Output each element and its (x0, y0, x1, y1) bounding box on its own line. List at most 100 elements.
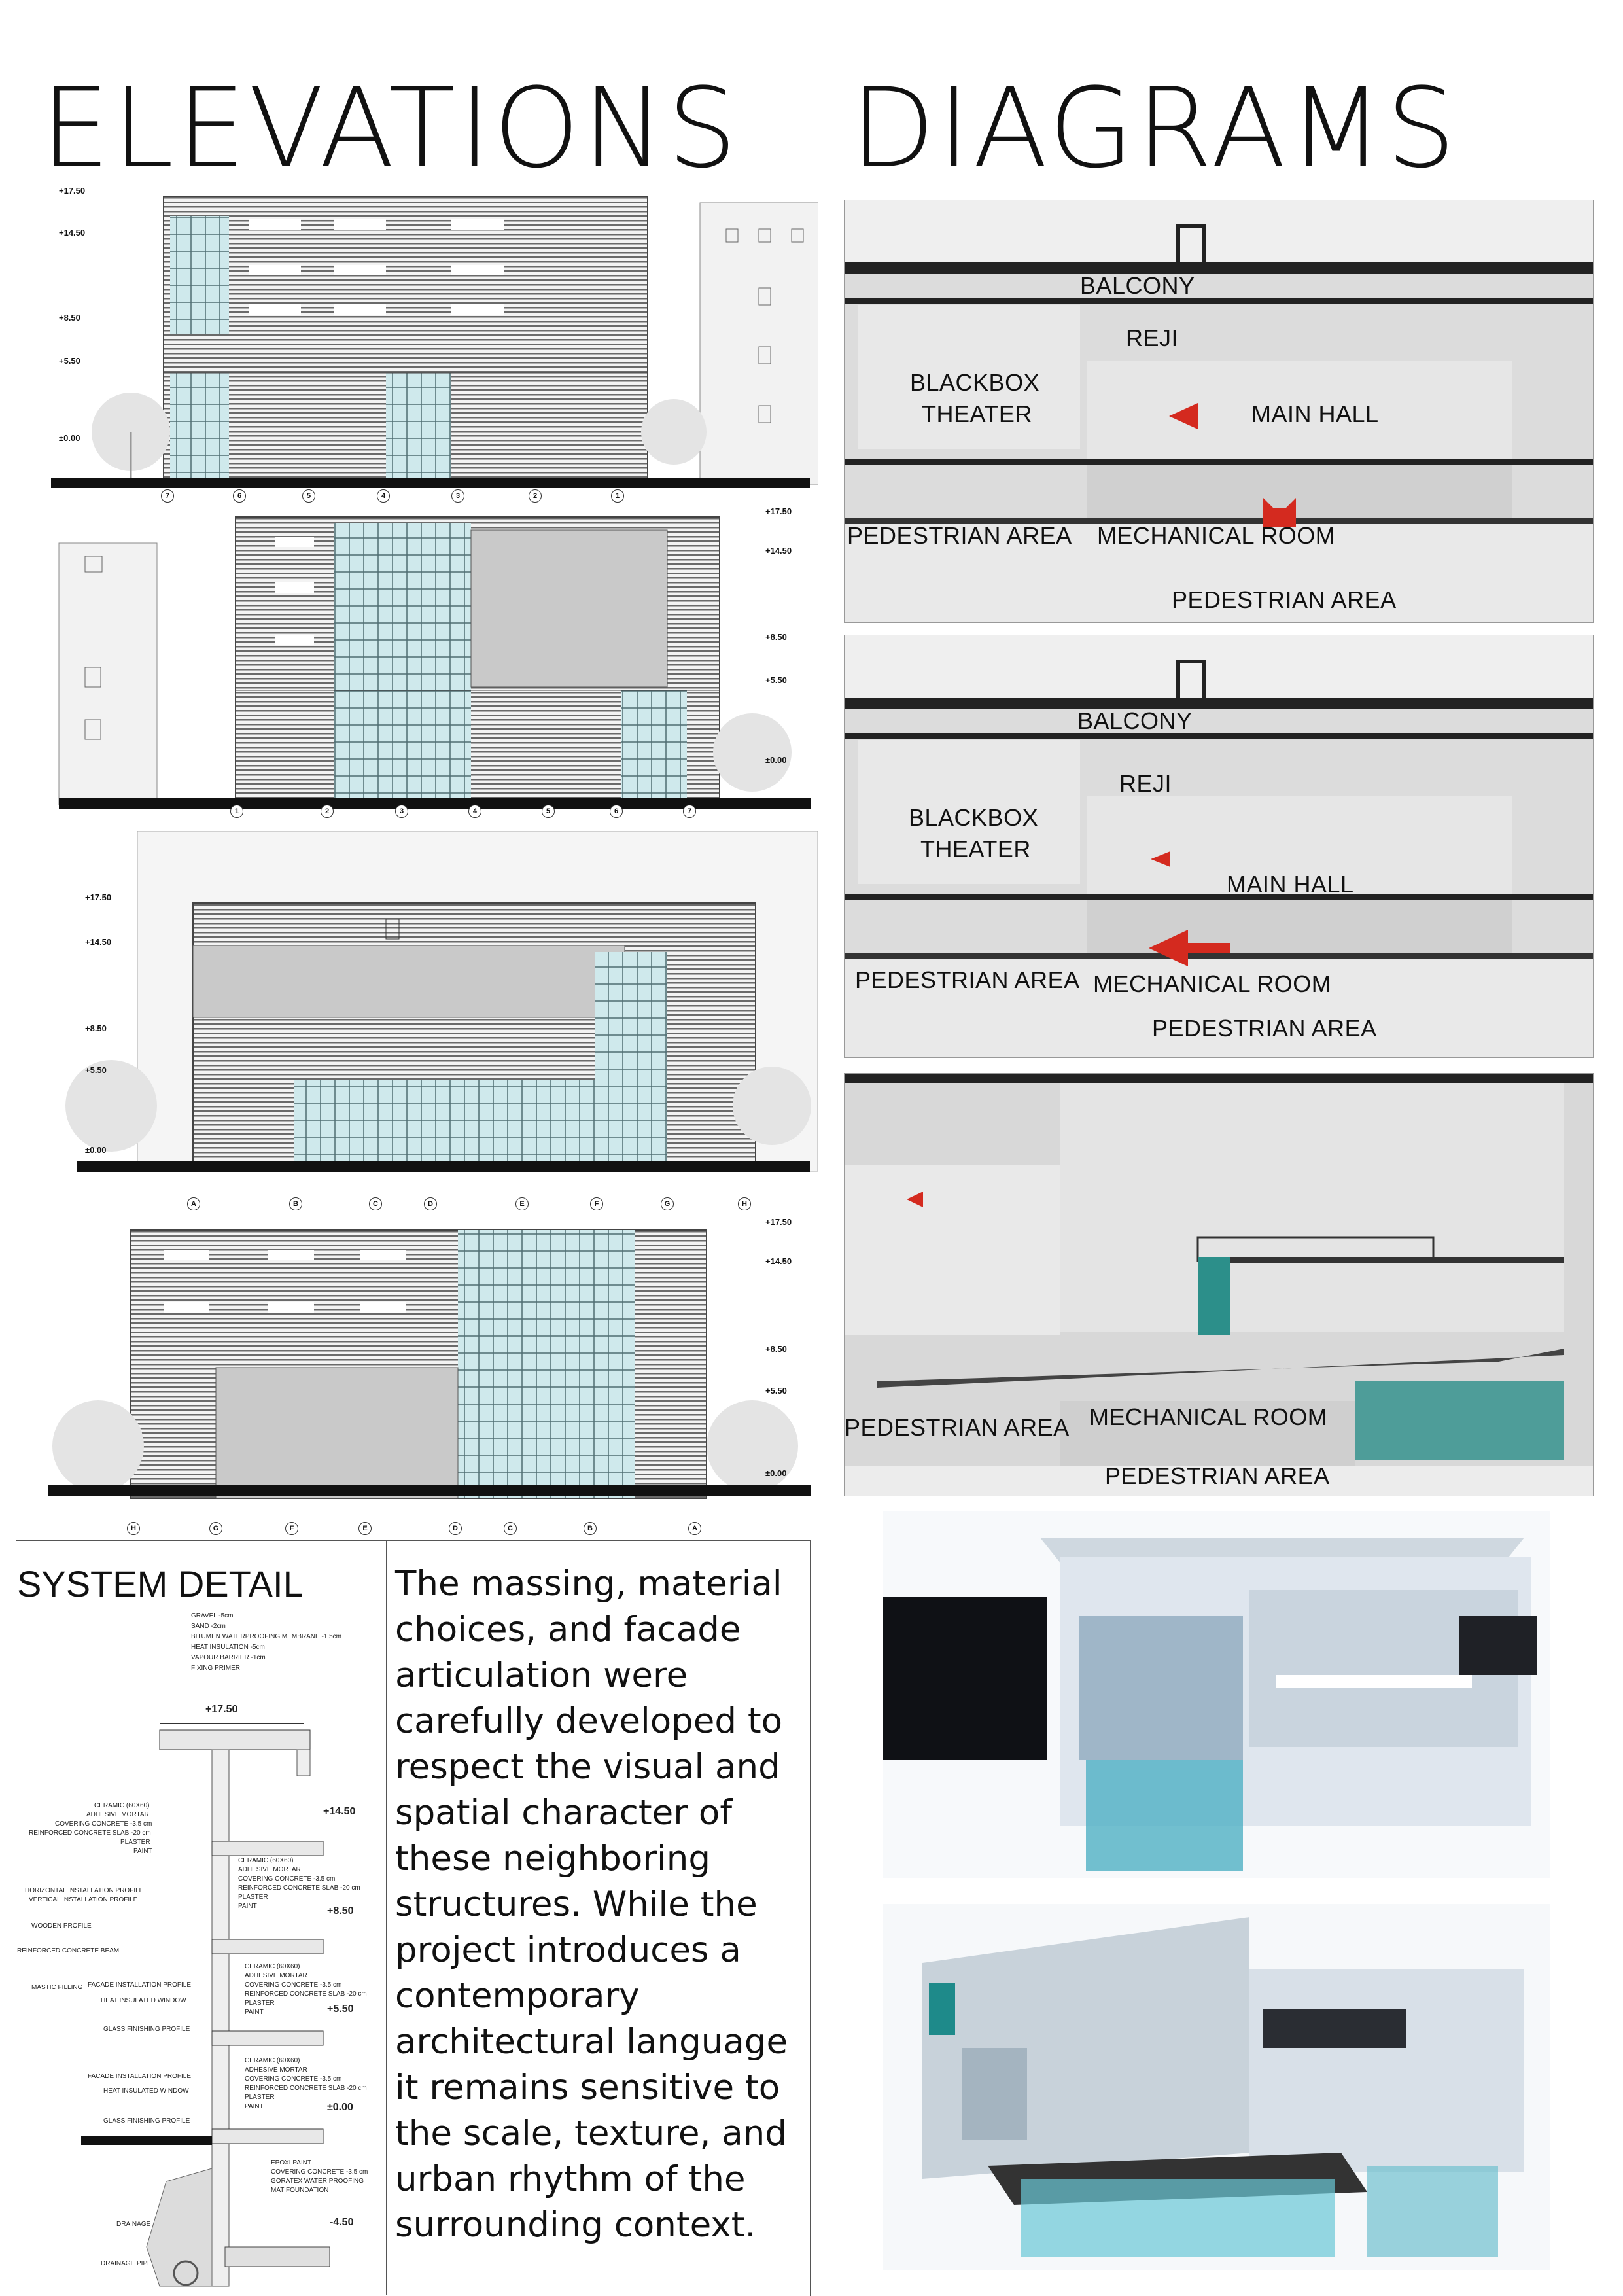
elevations-title: ELEVATIONS (41, 64, 740, 192)
elev2-level-3: +8.50 (765, 632, 787, 642)
floor-d-5: PLASTER (245, 2094, 275, 2101)
paragraph-line-13: the scale, texture, and (395, 2113, 787, 2153)
elev1-grid-2: 6 (233, 489, 246, 503)
d2-reji: REJI (1119, 770, 1172, 797)
section-diagram-2: BALCONY REJI BLACKBOX THEATER MAIN HALL … (844, 635, 1594, 1058)
paragraph-line-9: project introduces a (395, 1930, 741, 1970)
paragraph-line-3: articulation were (395, 1655, 688, 1695)
floor-b-2: ADHESIVE MORTAR (238, 1866, 301, 1873)
elev4-level-3: +8.50 (765, 1344, 787, 1354)
floor-c-6: PAINT (245, 2009, 264, 2016)
elev4-grid-4: E (358, 1522, 372, 1535)
elev3-grid-6: F (590, 1197, 603, 1210)
elev4-grid-5: D (449, 1522, 462, 1535)
floor-b-4: REINFORCED CONCRETE SLAB -20 cm (238, 1884, 360, 1892)
panel-divider (386, 1540, 387, 2295)
elev3-grid-5: E (515, 1197, 529, 1210)
elevation-drawing-4: +17.50 +14.50 +8.50 +5.50 ±0.00 H G F E … (33, 1217, 818, 1544)
floor-a-1: CERAMIC (60X60) (94, 1802, 150, 1809)
d2-pedestrian-2: PEDESTRIAN AREA (1152, 1015, 1377, 1042)
left-note-2: VERTICAL INSTALLATION PROFILE (29, 1896, 138, 1903)
paragraph-line-8: structures. While the (395, 1884, 758, 1924)
floor-b-1: CERAMIC (60X60) (238, 1857, 294, 1864)
elev1-grid-1: 7 (161, 489, 174, 503)
section-diagram-3: PEDESTRIAN AREA MECHANICAL ROOM PEDESTRI… (844, 1073, 1594, 1496)
d1-blackbox-2: THEATER (922, 400, 1032, 427)
floor-d-3: COVERING CONCRETE -3.5 cm (245, 2075, 342, 2083)
diagrams-title: DIAGRAMS (850, 64, 1459, 192)
elev2-grid-2: 2 (321, 805, 334, 818)
paragraph-line-11: architectural language (395, 2022, 788, 2062)
paragraph-line-6: spatial character of (395, 1793, 733, 1833)
left-note-8: GLASS FINISHING PROFILE (103, 2026, 190, 2033)
elev4-grid-1: H (127, 1522, 140, 1535)
paragraph-line-7: these neighboring (395, 1839, 711, 1879)
d1-blackbox-1: BLACKBOX (910, 369, 1040, 396)
d2-main-hall: MAIN HALL (1227, 871, 1354, 898)
paragraph-line-1: The massing, material (395, 1564, 782, 1604)
sd-level-1: +17.50 (205, 1704, 238, 1715)
d3-pedestrian-2: PEDESTRIAN AREA (1105, 1462, 1330, 1489)
paragraph-line-14: urban rhythm of the (395, 2159, 746, 2199)
axonometric-render-1 (883, 1511, 1550, 1878)
elev3-grid-3: C (369, 1197, 382, 1210)
roof-layer-4: HEAT INSULATION -5cm (191, 1644, 265, 1651)
d3-pedestrian-1: PEDESTRIAN AREA (845, 1414, 1070, 1441)
elevation-drawing-2: +17.50 +14.50 +8.50 +5.50 ±0.00 1 2 3 4 … (33, 504, 818, 831)
system-detail-drawing: GRAVEL -5cm SAND -2cm BITUMEN WATERPROOF… (16, 1606, 382, 2293)
elev4-grid-8: A (688, 1522, 701, 1535)
left-note-10: HEAT INSULATED WINDOW (103, 2087, 189, 2094)
elev3-grid-8: H (738, 1197, 751, 1210)
axonometric-render-2 (883, 1904, 1550, 2270)
found-1: EPOXI PAINT (271, 2159, 312, 2166)
elev3-level-1: +17.50 (85, 892, 112, 902)
elev2-grid-4: 4 (468, 805, 481, 818)
sd-level-4: +5.50 (327, 2004, 354, 2015)
section-diagram-1: BALCONY REJI BLACKBOX THEATER MAIN HALL … (844, 200, 1594, 623)
system-detail-title: SYSTEM DETAIL (17, 1563, 304, 1604)
roof-layer-5: VAPOUR BARRIER -1cm (191, 1654, 266, 1661)
d3-mechanical: MECHANICAL ROOM (1089, 1404, 1328, 1430)
elev4-grid-6: C (504, 1522, 517, 1535)
floor-a-3: COVERING CONCRETE -3.5 cm (55, 1820, 152, 1828)
left-note-9: FACADE INSTALLATION PROFILE (88, 2073, 191, 2080)
paragraph-line-5: respect the visual and (395, 1747, 780, 1787)
elev1-level-1: +17.50 (59, 186, 86, 196)
elev3-level-3: +8.50 (85, 1023, 107, 1033)
roof-layer-1: GRAVEL -5cm (191, 1612, 234, 1619)
left-note-4: REINFORCED CONCRETE BEAM (17, 1947, 120, 1954)
elev1-grid-4: 4 (377, 489, 390, 503)
elev1-grid-3: 5 (302, 489, 315, 503)
sd-level-3: +8.50 (327, 1905, 354, 1916)
paragraph-line-2: choices, and facade (395, 1610, 741, 1650)
left-note-11: GLASS FINISHING PROFILE (103, 2117, 190, 2125)
d1-pedestrian-2: PEDESTRIAN AREA (1172, 586, 1397, 613)
roof-layer-3: BITUMEN WATERPROOFING MEMBRANE -1.5cm (191, 1633, 342, 1640)
left-note-1: HORIZONTAL INSTALLATION PROFILE (25, 1887, 144, 1894)
elev2-grid-6: 6 (610, 805, 623, 818)
left-note-3: WOODEN PROFILE (31, 1922, 92, 1930)
d2-blackbox-1: BLACKBOX (909, 804, 1039, 831)
elev3-grid-4: D (424, 1197, 437, 1210)
floor-a-2: ADHESIVE MORTAR (86, 1811, 149, 1818)
elev4-grid-3: F (285, 1522, 298, 1535)
d2-pedestrian-1: PEDESTRIAN AREA (855, 966, 1080, 993)
left-note-12: DRAINAGE (116, 2221, 151, 2228)
floor-d-2: ADHESIVE MORTAR (245, 2066, 307, 2074)
elevation-drawing-3: +17.50 +14.50 +8.50 +5.50 ±0.00 A B C D … (33, 831, 818, 1224)
elev4-grid-2: G (209, 1522, 222, 1535)
elev4-grid-7: B (584, 1522, 597, 1535)
d1-balcony: BALCONY (1080, 272, 1195, 299)
d1-mechanical: MECHANICAL ROOM (1097, 522, 1336, 549)
elev1-level-2: +14.50 (59, 228, 86, 238)
paragraph-line-15: surrounding context. (395, 2205, 756, 2245)
elev4-level-5: ±0.00 (765, 1468, 787, 1478)
paragraph-line-4: carefully developed to (395, 1701, 783, 1741)
elev3-grid-1: A (187, 1197, 200, 1210)
floor-b-3: COVERING CONCRETE -3.5 cm (238, 1875, 336, 1882)
elev1-level-5: ±0.00 (59, 433, 80, 443)
elev3-level-4: +5.50 (85, 1065, 107, 1075)
elev2-level-1: +17.50 (765, 506, 792, 516)
paragraph-line-12: it remains sensitive to (395, 2068, 780, 2108)
found-4: MAT FOUNDATION (271, 2187, 329, 2194)
